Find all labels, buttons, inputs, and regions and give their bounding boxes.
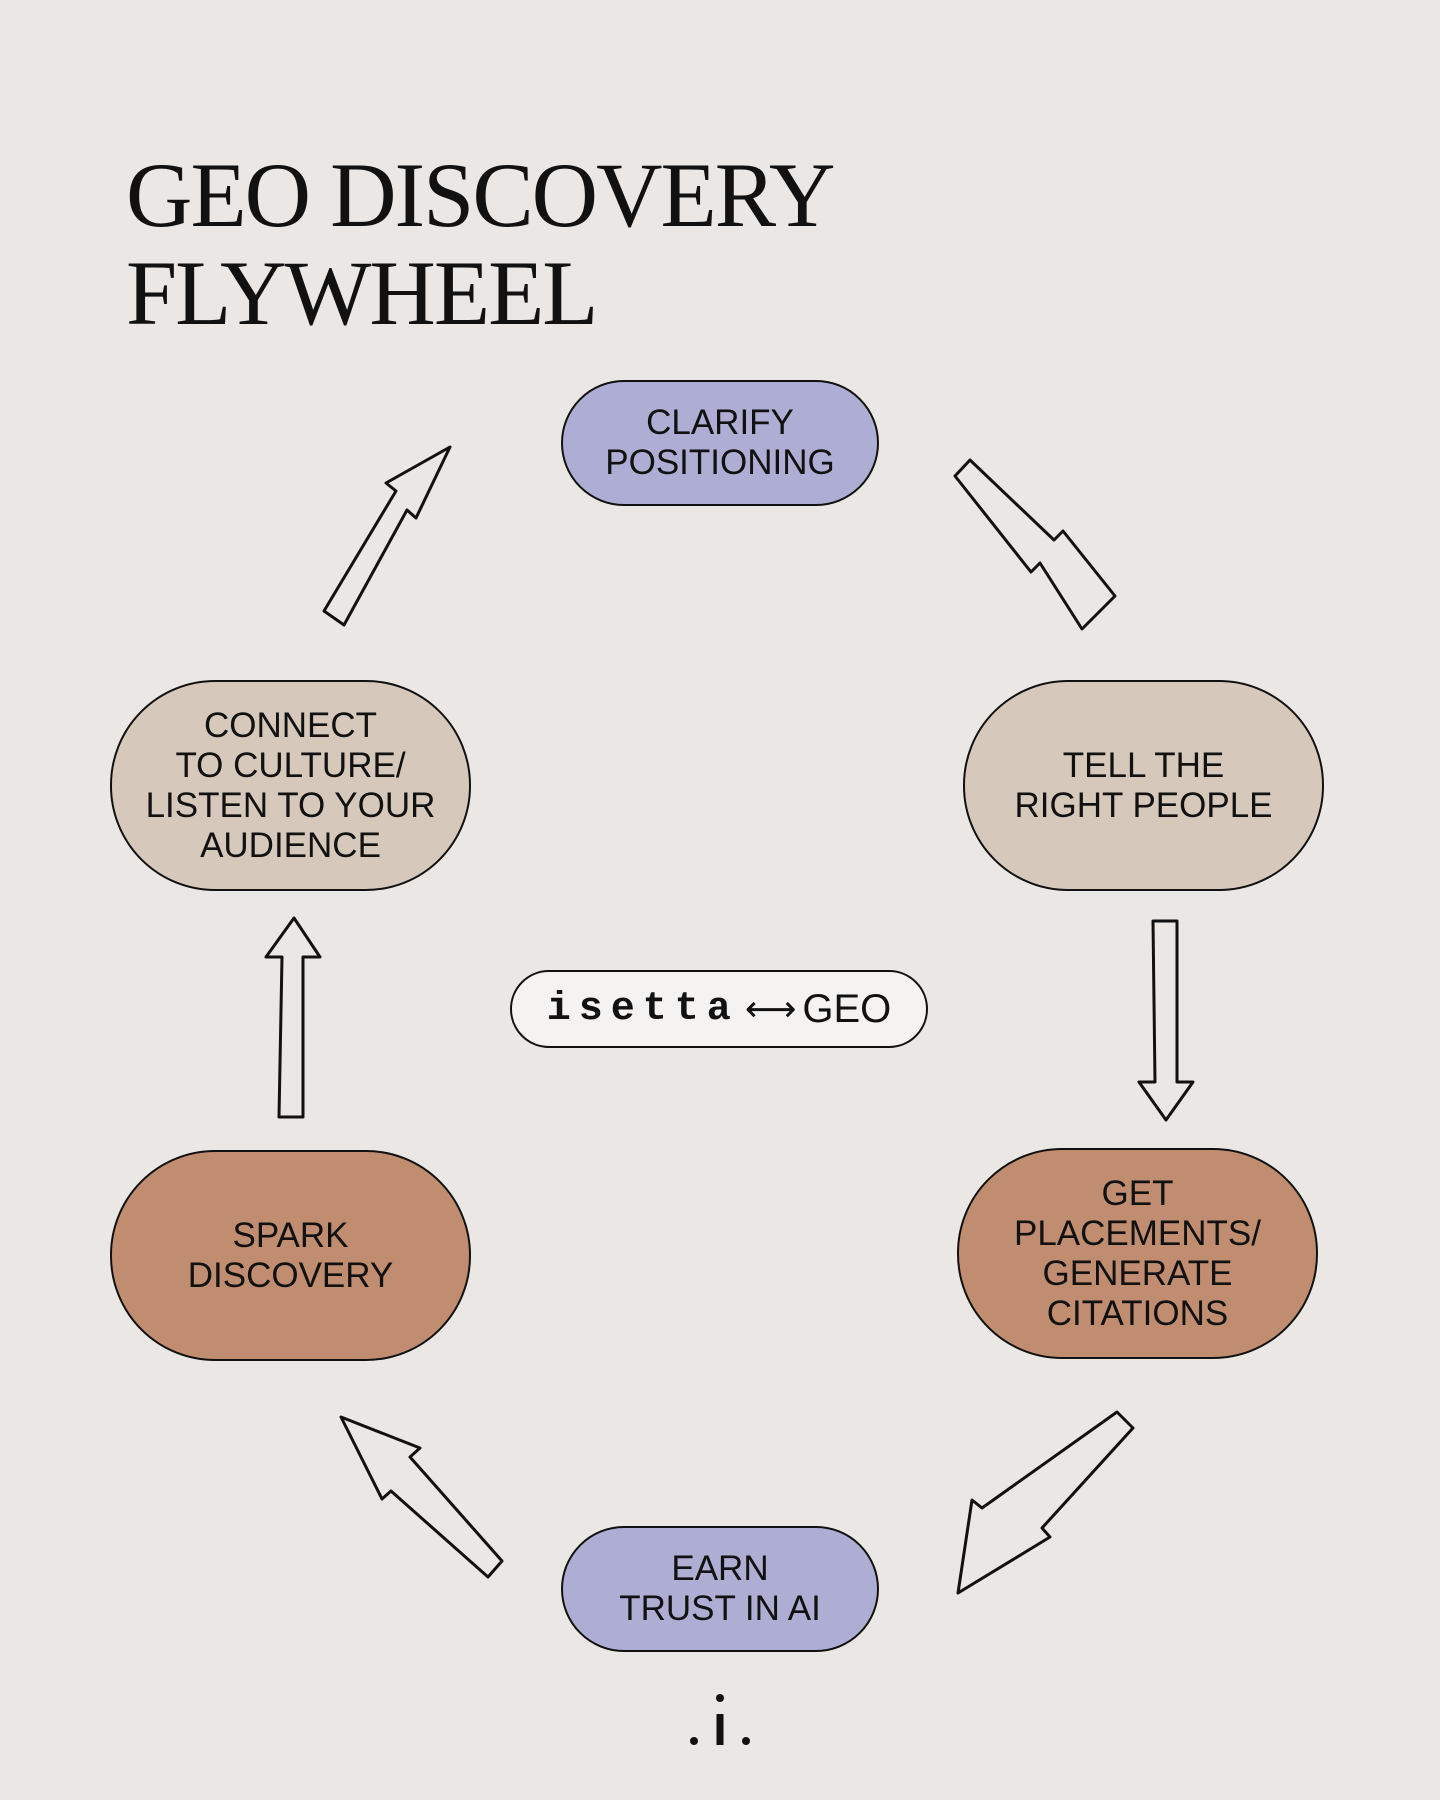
title-line-2: FLYWHEEL (126, 242, 598, 344)
arrow-connect-to-clarify-icon (322, 445, 452, 627)
dot-i-dot-logo-icon (690, 1694, 750, 1745)
center-label: GEO (802, 986, 892, 1031)
step-label: CLARIFY POSITIONING (605, 403, 835, 482)
step-label: SPARK DISCOVERY (187, 1215, 394, 1295)
center-badge: isetta ⟷ GEO (510, 970, 928, 1048)
step-label: GET PLACEMENTS/ GENERATE CITATIONS (1014, 1173, 1261, 1333)
page-title: GEO DISCOVERY FLYWHEEL (126, 144, 835, 344)
step-label: EARN TRUST IN AI (619, 1549, 821, 1628)
arrow-clarify-to-tell-icon (953, 458, 1117, 631)
bidirectional-arrow-icon: ⟷ (744, 988, 797, 1030)
step-clarify-positioning: CLARIFY POSITIONING (561, 380, 879, 506)
step-earn-trust-in-ai: EARN TRUST IN AI (561, 1526, 879, 1652)
step-get-placements: GET PLACEMENTS/ GENERATE CITATIONS (957, 1148, 1318, 1359)
brand-name: isetta (546, 986, 739, 1032)
step-tell-the-right-people: TELL THE RIGHT PEOPLE (963, 680, 1324, 891)
step-label: CONNECT TO CULTURE/ LISTEN TO YOUR AUDIE… (145, 705, 436, 865)
arrow-placements-to-trust-icon (956, 1410, 1135, 1595)
step-spark-discovery: SPARK DISCOVERY (110, 1150, 471, 1361)
step-connect-to-culture: CONNECT TO CULTURE/ LISTEN TO YOUR AUDIE… (110, 680, 471, 891)
step-label: TELL THE RIGHT PEOPLE (1014, 745, 1273, 825)
arrow-tell-to-placements-icon (1137, 919, 1195, 1122)
arrow-trust-to-spark-icon (339, 1415, 504, 1579)
title-line-1: GEO DISCOVERY (126, 144, 835, 246)
arrow-spark-to-connect-icon (264, 916, 322, 1119)
